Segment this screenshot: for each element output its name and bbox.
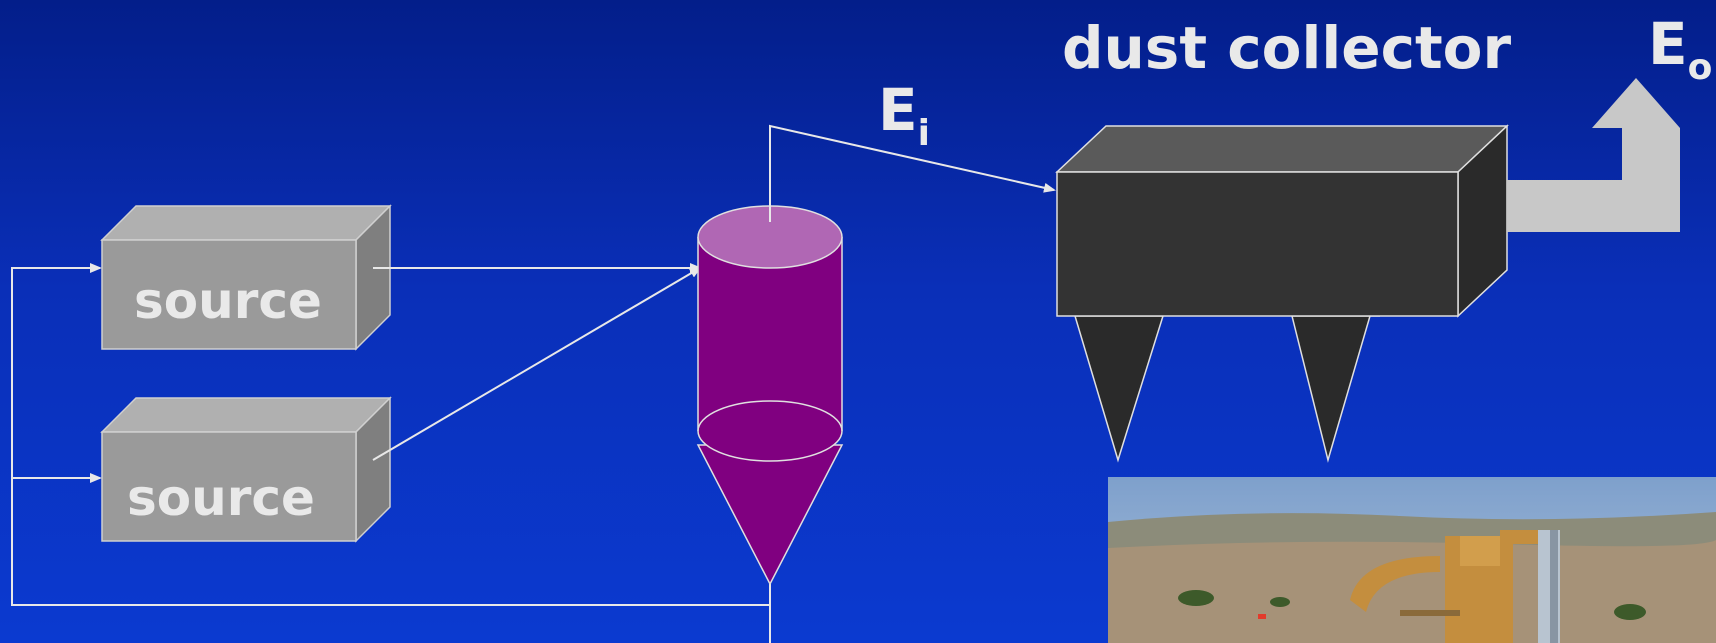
cyclone-outlet-line	[769, 124, 1056, 222]
dust-collector	[1055, 124, 1509, 463]
dust-collector-label: dust collector	[1062, 14, 1512, 82]
source-box-top: source	[100, 204, 392, 351]
cyclone-separator	[696, 205, 844, 586]
source-box-bottom: source	[100, 396, 392, 543]
feedback-loop	[11, 263, 771, 643]
source-label-top: source	[134, 272, 322, 330]
source-label-bottom: source	[127, 469, 315, 527]
flow-lines	[372, 263, 702, 461]
emission-out-label: Eo	[1648, 10, 1712, 88]
cyclone-dust-collector-photo	[1108, 477, 1716, 643]
emission-in-label: Ei	[878, 76, 930, 154]
outlet-arrow	[1507, 78, 1680, 232]
